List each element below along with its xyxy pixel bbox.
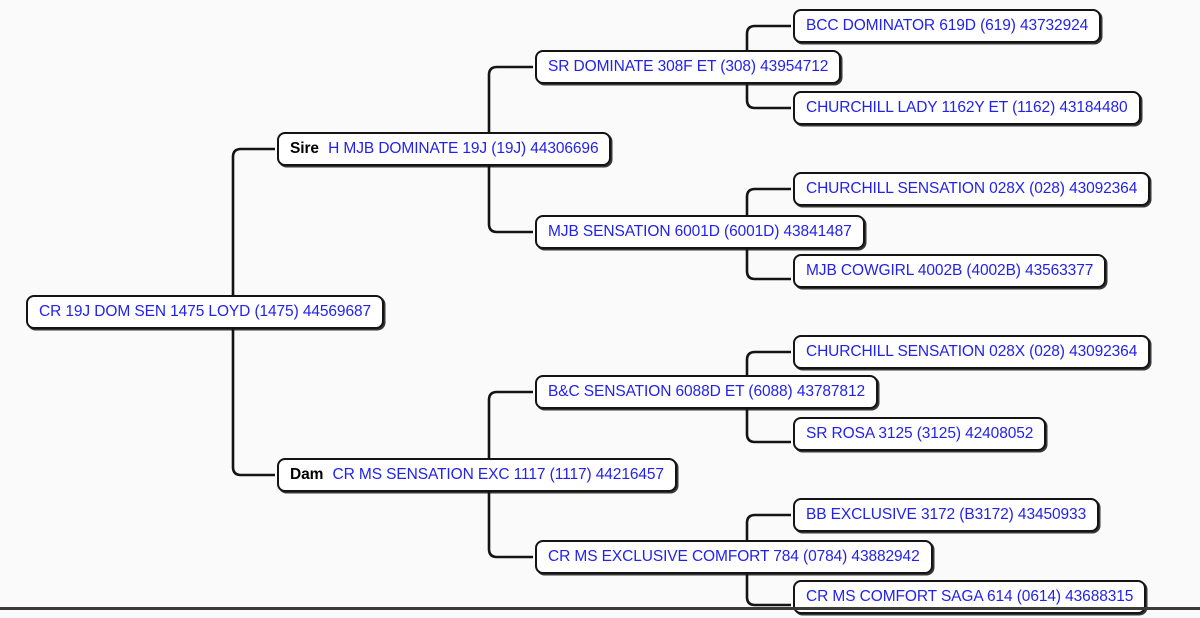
pedigree-node-dam-dam-sire[interactable]: BB EXCLUSIVE 3172 (B3172) 43450933 — [793, 498, 1100, 532]
pedigree-node-dam-sire-label: B&C SENSATION 6088D ET (6088) 43787812 — [548, 383, 865, 400]
pedigree-node-dam-role: Dam — [290, 466, 324, 483]
pedigree-node-sire-dam-label: MJB SENSATION 6001D (6001D) 43841487 — [548, 223, 852, 240]
connector-dam-to-dam — [487, 482, 533, 559]
pedigree-node-dam-sire[interactable]: B&C SENSATION 6088D ET (6088) 43787812 — [535, 375, 878, 409]
connector-dam-to-sire — [487, 390, 533, 468]
pedigree-node-sire-dam[interactable]: MJB SENSATION 6001D (6001D) 43841487 — [535, 215, 865, 249]
connector-sire-to-sire — [487, 65, 533, 142]
pedigree-node-sire-sire-sire[interactable]: BCC DOMINATOR 619D (619) 43732924 — [793, 9, 1102, 43]
pedigree-node-root[interactable]: CR 19J DOM SEN 1475 LOYD (1475) 44569687 — [26, 295, 385, 329]
pedigree-node-dam-sire-dam[interactable]: SR ROSA 3125 (3125) 42408052 — [793, 417, 1047, 451]
pedigree-node-sire-sire-sire-label: BCC DOMINATOR 619D (619) 43732924 — [806, 17, 1089, 34]
pedigree-node-dam-dam[interactable]: CR MS EXCLUSIVE COMFORT 784 (0784) 43882… — [535, 540, 933, 574]
pedigree-node-sire-dam-dam-label: MJB COWGIRL 4002B (4002B) 43563377 — [806, 262, 1094, 279]
pedigree-node-dam-label: CR MS SENSATION EXC 1117 (1117) 44216457 — [332, 466, 665, 483]
pedigree-node-dam-sire-sire-label: CHURCHILL SENSATION 028X (028) 43092364 — [806, 343, 1138, 360]
pedigree-node-sire-role: Sire — [290, 140, 319, 157]
pedigree-node-sire[interactable]: Sire H MJB DOMINATE 19J (19J) 44306696 — [277, 132, 612, 166]
pedigree-node-sire-dam-sire-label: CHURCHILL SENSATION 028X (028) 43092364 — [806, 180, 1138, 197]
connector-root-to-sire — [231, 147, 275, 305]
pedigree-node-dam-sire-dam-label: SR ROSA 3125 (3125) 42408052 — [806, 425, 1034, 442]
pedigree-node-dam-sire-sire[interactable]: CHURCHILL SENSATION 028X (028) 43092364 — [793, 335, 1151, 369]
pedigree-node-sire-sire-label: SR DOMINATE 308F ET (308) 43954712 — [548, 58, 829, 75]
pedigree-node-dam[interactable]: Dam CR MS SENSATION EXC 1117 (1117) 4421… — [277, 458, 677, 492]
pedigree-node-sire-sire-dam[interactable]: CHURCHILL LADY 1162Y ET (1162) 43184480 — [793, 91, 1141, 125]
pedigree-node-sire-dam-dam[interactable]: MJB COWGIRL 4002B (4002B) 43563377 — [793, 254, 1107, 288]
pedigree-node-dam-dam-label: CR MS EXCLUSIVE COMFORT 784 (0784) 43882… — [548, 548, 920, 565]
connector-root-to-dam — [231, 319, 275, 477]
connector-sire-to-dam — [487, 156, 533, 234]
pedigree-node-sire-sire-dam-label: CHURCHILL LADY 1162Y ET (1162) 43184480 — [806, 99, 1128, 116]
bottom-divider — [0, 607, 1200, 610]
pedigree-node-root-label: CR 19J DOM SEN 1475 LOYD (1475) 44569687 — [39, 303, 372, 320]
pedigree-node-sire-label: H MJB DOMINATE 19J (19J) 44306696 — [328, 140, 599, 157]
pedigree-node-sire-dam-sire[interactable]: CHURCHILL SENSATION 028X (028) 43092364 — [793, 172, 1151, 206]
pedigree-node-dam-dam-dam-label: CR MS COMFORT SAGA 614 (0614) 43688315 — [806, 588, 1134, 605]
pedigree-node-dam-dam-sire-label: BB EXCLUSIVE 3172 (B3172) 43450933 — [806, 506, 1087, 523]
pedigree-node-sire-sire[interactable]: SR DOMINATE 308F ET (308) 43954712 — [535, 50, 842, 84]
